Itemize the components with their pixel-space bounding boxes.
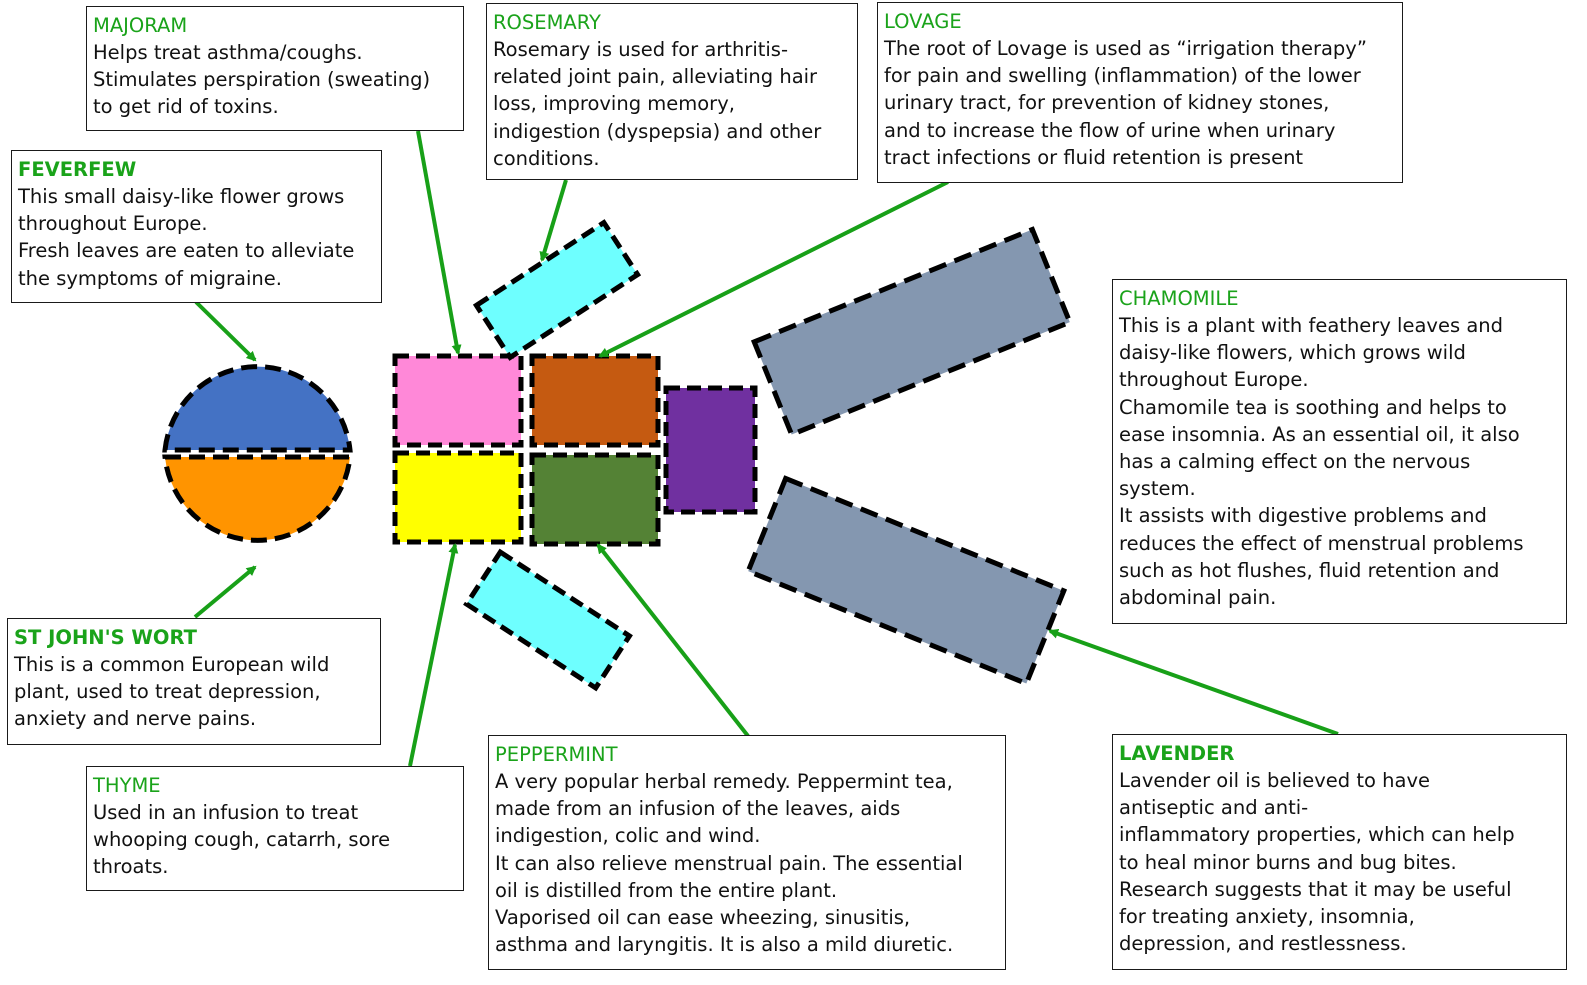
label-card-peppermint: PEPPERMINT A very popular herbal remedy.… <box>488 735 1006 970</box>
label-line-rosemary: loss, improving memory, <box>493 92 735 116</box>
bed-thyme <box>392 450 524 545</box>
label-line-chamomile: such as hot flushes, fluid retention and <box>1119 558 1500 582</box>
label-line-rosemary: indigestion (dyspepsia) and other <box>493 119 822 143</box>
arrow-thyme <box>408 543 459 767</box>
arrow-lovage <box>598 180 949 358</box>
label-card-thyme: THYME Used in an infusion to treat whoopi… <box>86 766 464 891</box>
label-body-peppermint: A very popular herbal remedy. Peppermint… <box>495 768 999 958</box>
bed-st-johns-wort <box>162 454 353 543</box>
label-line-chamomile: abdominal pain. <box>1119 586 1277 610</box>
label-line-chamomile: reduces the effect of menstrual problems <box>1119 531 1524 555</box>
label-line-peppermint: made from an infusion of the leaves, aid… <box>495 797 901 821</box>
label-body-lovage: The root of Lovage is used as “irrigatio… <box>884 35 1396 171</box>
arrow-st-johns-wort <box>193 565 257 619</box>
label-title-majoram: MAJORAM <box>93 14 188 37</box>
label-line-peppermint: indigestion, colic and wind. <box>495 824 761 848</box>
label-title-lavender: LAVENDER <box>1119 742 1235 765</box>
label-title-thyme: THYME <box>93 774 161 797</box>
label-line-lavender: to heal minor burns and bug bites. <box>1119 850 1457 874</box>
label-card-chamomile: CHAMOMILE This is a plant with feathery … <box>1112 279 1567 624</box>
label-line-thyme: throats. <box>93 855 169 879</box>
label-line-lovage: tract infections or fluid retention is p… <box>884 145 1304 169</box>
bed-rosemary-top <box>472 219 642 361</box>
label-line-rosemary: conditions. <box>493 146 600 170</box>
label-title-feverfew: FEVERFEW <box>18 158 137 181</box>
label-title-rosemary: ROSEMARY <box>493 11 601 34</box>
label-line-lavender: Research suggests that it may be useful <box>1119 877 1512 901</box>
label-line-chamomile: daisy-like flowers, which grows wild <box>1119 341 1466 365</box>
label-body-feverfew: This small daisy-like flower grows throug… <box>18 183 375 292</box>
arrow-lavender <box>1048 628 1339 736</box>
label-body-majoram: Helps treat asthma/coughs. Stimulates per… <box>93 39 457 121</box>
label-body-thyme: Used in an infusion to treat whooping cou… <box>93 799 457 881</box>
label-line-thyme: Used in an infusion to treat <box>93 801 359 824</box>
label-line-lovage: and to increase the flow of urine when u… <box>884 118 1336 142</box>
label-body-lavender: Lavender oil is believed to have antisept… <box>1119 767 1560 957</box>
label-title-st-johns-wort: ST JOHN'S WORT <box>14 626 197 649</box>
label-line-chamomile: It assists with digestive problems and <box>1119 504 1487 528</box>
label-card-feverfew: FEVERFEW This small daisy-like flower gr… <box>11 150 382 303</box>
label-line-majoram: Stimulates perspiration (sweating) <box>93 68 431 92</box>
label-line-lavender: for treating anxiety, insomnia, <box>1119 905 1415 929</box>
label-line-st-johns-wort: plant, used to treat depression, <box>14 680 321 704</box>
label-line-chamomile: system. <box>1119 477 1196 501</box>
label-line-majoram: Helps treat asthma/coughs. <box>93 41 363 64</box>
bed-majoram <box>392 353 524 448</box>
label-line-peppermint: oil is distilled from the entire plant. <box>495 878 838 902</box>
label-line-peppermint: A very popular herbal remedy. Peppermint… <box>495 770 953 793</box>
label-title-chamomile: CHAMOMILE <box>1119 287 1239 310</box>
arrow-peppermint <box>596 543 750 738</box>
label-body-st-johns-wort: This is a common European wild plant, use… <box>14 651 374 733</box>
label-title-lovage: LOVAGE <box>884 10 962 33</box>
label-card-rosemary: ROSEMARY Rosemary is used for arthritis-… <box>486 3 858 180</box>
label-line-st-johns-wort: anxiety and nerve pains. <box>14 707 257 731</box>
label-line-peppermint: It can also relieve menstrual pain. The … <box>495 851 963 875</box>
label-line-feverfew: the symptoms of migraine. <box>18 266 282 290</box>
label-line-rosemary: Rosemary is used for arthritis- <box>493 38 789 61</box>
label-line-lavender: antiseptic and anti- <box>1119 796 1309 820</box>
label-line-lovage: urinary tract, for prevention of kidney … <box>884 91 1330 115</box>
label-card-lavender: LAVENDER Lavender oil is believed to hav… <box>1112 734 1567 970</box>
label-line-rosemary: related joint pain, alleviating hair <box>493 65 818 89</box>
label-body-chamomile: This is a plant with feathery leaves and… <box>1119 312 1560 611</box>
label-line-peppermint: asthma and laryngitis. It is also a mild… <box>495 933 954 957</box>
label-line-majoram: to get rid of toxins. <box>93 95 279 119</box>
label-line-chamomile: Chamomile tea is soothing and helps to <box>1119 395 1507 419</box>
label-card-majoram: MAJORAM Helps treat asthma/coughs. Stimul… <box>86 6 464 131</box>
bed-center <box>663 385 758 515</box>
bed-feverfew <box>162 364 353 453</box>
arrow-majoram <box>416 130 462 355</box>
label-body-rosemary: Rosemary is used for arthritis-related j… <box>493 36 851 172</box>
label-line-chamomile: has a calming effect on the nervous <box>1119 450 1471 474</box>
label-line-feverfew: throughout Europe. <box>18 212 208 236</box>
label-line-peppermint: Vaporised oil can ease wheezing, sinusit… <box>495 906 911 930</box>
label-line-chamomile: throughout Europe. <box>1119 368 1309 392</box>
label-line-thyme: whooping cough, catarrh, sore <box>93 828 391 852</box>
bed-chamomile <box>750 226 1074 438</box>
arrow-rosemary <box>539 179 568 262</box>
label-line-lovage: The root of Lovage is used as “irrigatio… <box>884 37 1367 60</box>
label-line-chamomile: This is a plant with feathery leaves and <box>1119 314 1504 337</box>
label-line-chamomile: ease insomnia. As an essential oil, it a… <box>1119 422 1520 446</box>
label-line-lavender: inflammatory properties, which can help <box>1119 823 1515 847</box>
label-title-peppermint: PEPPERMINT <box>495 743 618 766</box>
label-line-lavender: depression, and restlessness. <box>1119 932 1407 956</box>
bed-rosemary-bottom <box>463 548 633 692</box>
label-line-lavender: Lavender oil is believed to have <box>1119 769 1430 792</box>
label-line-st-johns-wort: This is a common European wild <box>14 653 330 676</box>
label-line-feverfew: Fresh leaves are eaten to alleviate <box>18 239 355 263</box>
arrow-feverfew <box>194 300 257 362</box>
label-card-st-johns-wort: ST JOHN'S WORT This is a common European… <box>7 618 381 745</box>
label-line-feverfew: This small daisy-like flower grows <box>18 185 345 208</box>
bed-lavender <box>744 475 1068 687</box>
bed-peppermint <box>529 452 661 547</box>
label-card-lovage: LOVAGE The root of Lovage is used as “ir… <box>877 2 1403 183</box>
label-line-lovage: for pain and swelling (inflammation) of … <box>884 64 1361 88</box>
bed-lovage <box>529 353 661 448</box>
